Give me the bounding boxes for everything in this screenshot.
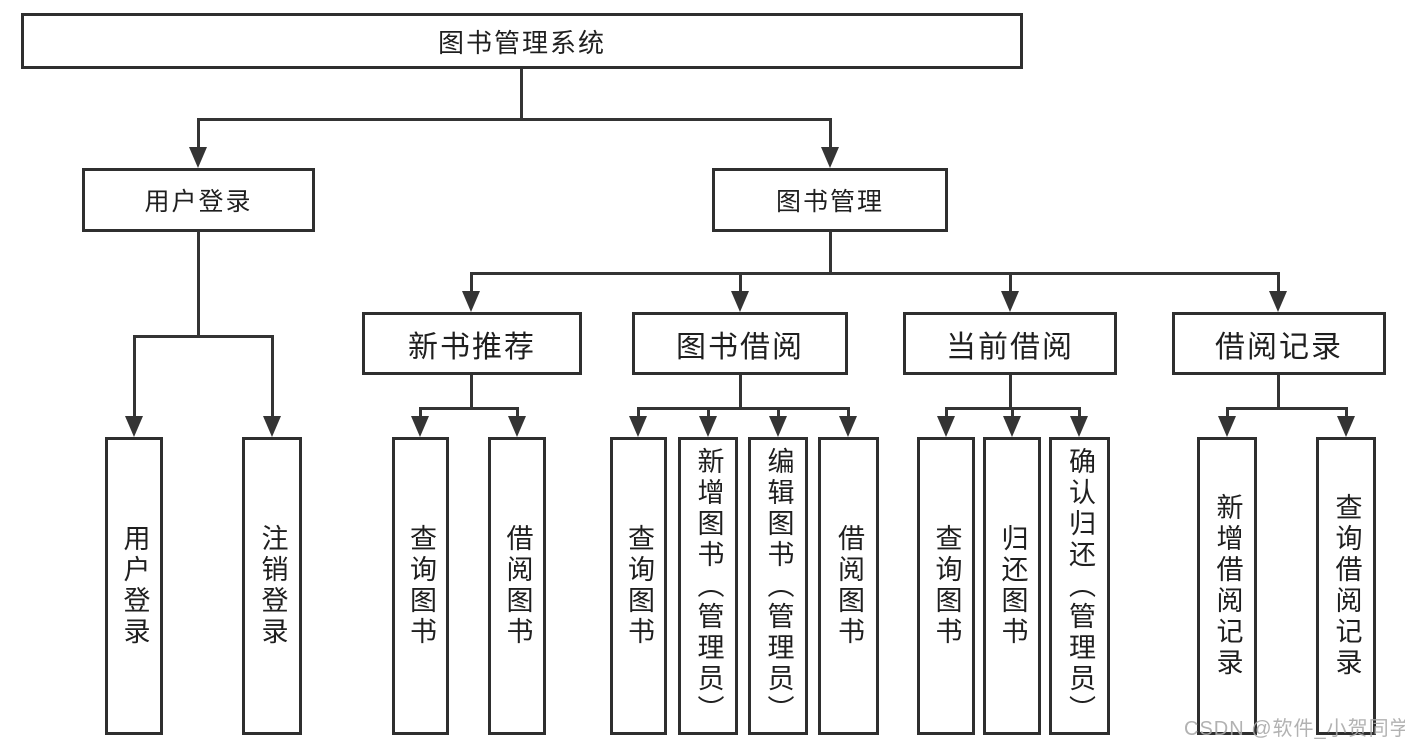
- leaf-add-borrow-record: 新增借阅记录: [1197, 437, 1257, 735]
- arrow-down-icon: [937, 416, 955, 437]
- arrow-down-icon: [125, 416, 143, 437]
- connector-line: [1276, 375, 1280, 410]
- leaf-confirm-return-admin: 确认归还（管理员）: [1049, 437, 1110, 735]
- connector-line: [1008, 375, 1012, 410]
- connector-line: [828, 231, 832, 275]
- node-book-management: 图书管理: [712, 168, 948, 232]
- arrow-down-icon: [769, 416, 787, 437]
- arrow-down-icon: [821, 147, 839, 168]
- leaf-query-borrow-record: 查询借阅记录: [1316, 437, 1376, 735]
- connector-line: [196, 231, 200, 338]
- connector-line: [738, 375, 742, 410]
- leaf-logout: 注销登录: [242, 437, 302, 735]
- leaf-recommend-borrow-books: 借阅图书: [488, 437, 546, 735]
- node-current-borrow: 当前借阅: [903, 312, 1117, 375]
- arrow-down-icon: [1337, 416, 1355, 437]
- arrow-down-icon: [462, 291, 480, 312]
- connector-line: [636, 407, 850, 410]
- connector-line: [944, 407, 948, 419]
- arrow-down-icon: [189, 147, 207, 168]
- connector-line: [469, 375, 473, 410]
- node-new-book-recommend: 新书推荐: [362, 312, 582, 375]
- connector-line: [515, 407, 519, 419]
- connector-line: [706, 407, 710, 419]
- connector-line: [1225, 407, 1229, 419]
- arrow-down-icon: [839, 416, 857, 437]
- csdn-watermark: CSDN @软件_小贺同学: [1184, 718, 1405, 740]
- connector-line: [1276, 272, 1280, 294]
- connector-line: [469, 272, 1280, 275]
- leaf-edit-books-admin: 编辑图书（管理员）: [748, 437, 808, 735]
- node-book-borrow: 图书借阅: [632, 312, 848, 375]
- arrow-down-icon: [629, 416, 647, 437]
- connector-line: [828, 118, 832, 150]
- arrow-down-icon: [1070, 416, 1088, 437]
- connector-line: [776, 407, 780, 419]
- leaf-user-login: 用户登录: [105, 437, 163, 735]
- node-library-system: 图书管理系统: [21, 13, 1023, 69]
- arrow-down-icon: [699, 416, 717, 437]
- connector-line: [270, 335, 274, 419]
- connector-line: [196, 118, 832, 121]
- leaf-recommend-query-books: 查询图书: [392, 437, 449, 735]
- connector-line: [132, 335, 136, 419]
- arrow-down-icon: [1003, 416, 1021, 437]
- arrow-down-icon: [1269, 291, 1287, 312]
- leaf-return-books: 归还图书: [983, 437, 1041, 735]
- connector-line: [132, 335, 274, 338]
- leaf-add-books-admin: 新增图书（管理员）: [678, 437, 738, 735]
- leaf-borrow-query-books: 查询图书: [610, 437, 667, 735]
- arrow-down-icon: [1001, 291, 1019, 312]
- arrow-down-icon: [731, 291, 749, 312]
- connector-line: [519, 69, 523, 121]
- leaf-current-query-books: 查询图书: [917, 437, 975, 735]
- connector-line: [1077, 407, 1081, 419]
- connector-line: [738, 272, 742, 294]
- arrow-down-icon: [411, 416, 429, 437]
- arrow-down-icon: [263, 416, 281, 437]
- connector-line: [1010, 407, 1014, 419]
- arrow-down-icon: [1218, 416, 1236, 437]
- node-user-login: 用户登录: [82, 168, 315, 232]
- arrow-down-icon: [508, 416, 526, 437]
- node-borrow-records: 借阅记录: [1172, 312, 1386, 375]
- connector-line: [418, 407, 519, 410]
- connector-line: [418, 407, 422, 419]
- connector-line: [846, 407, 850, 419]
- connector-line: [1225, 407, 1348, 410]
- connector-line: [196, 118, 200, 150]
- connector-line: [1008, 272, 1012, 294]
- connector-line: [1344, 407, 1348, 419]
- connector-line: [636, 407, 640, 419]
- connector-line: [469, 272, 473, 294]
- leaf-borrow-books: 借阅图书: [818, 437, 879, 735]
